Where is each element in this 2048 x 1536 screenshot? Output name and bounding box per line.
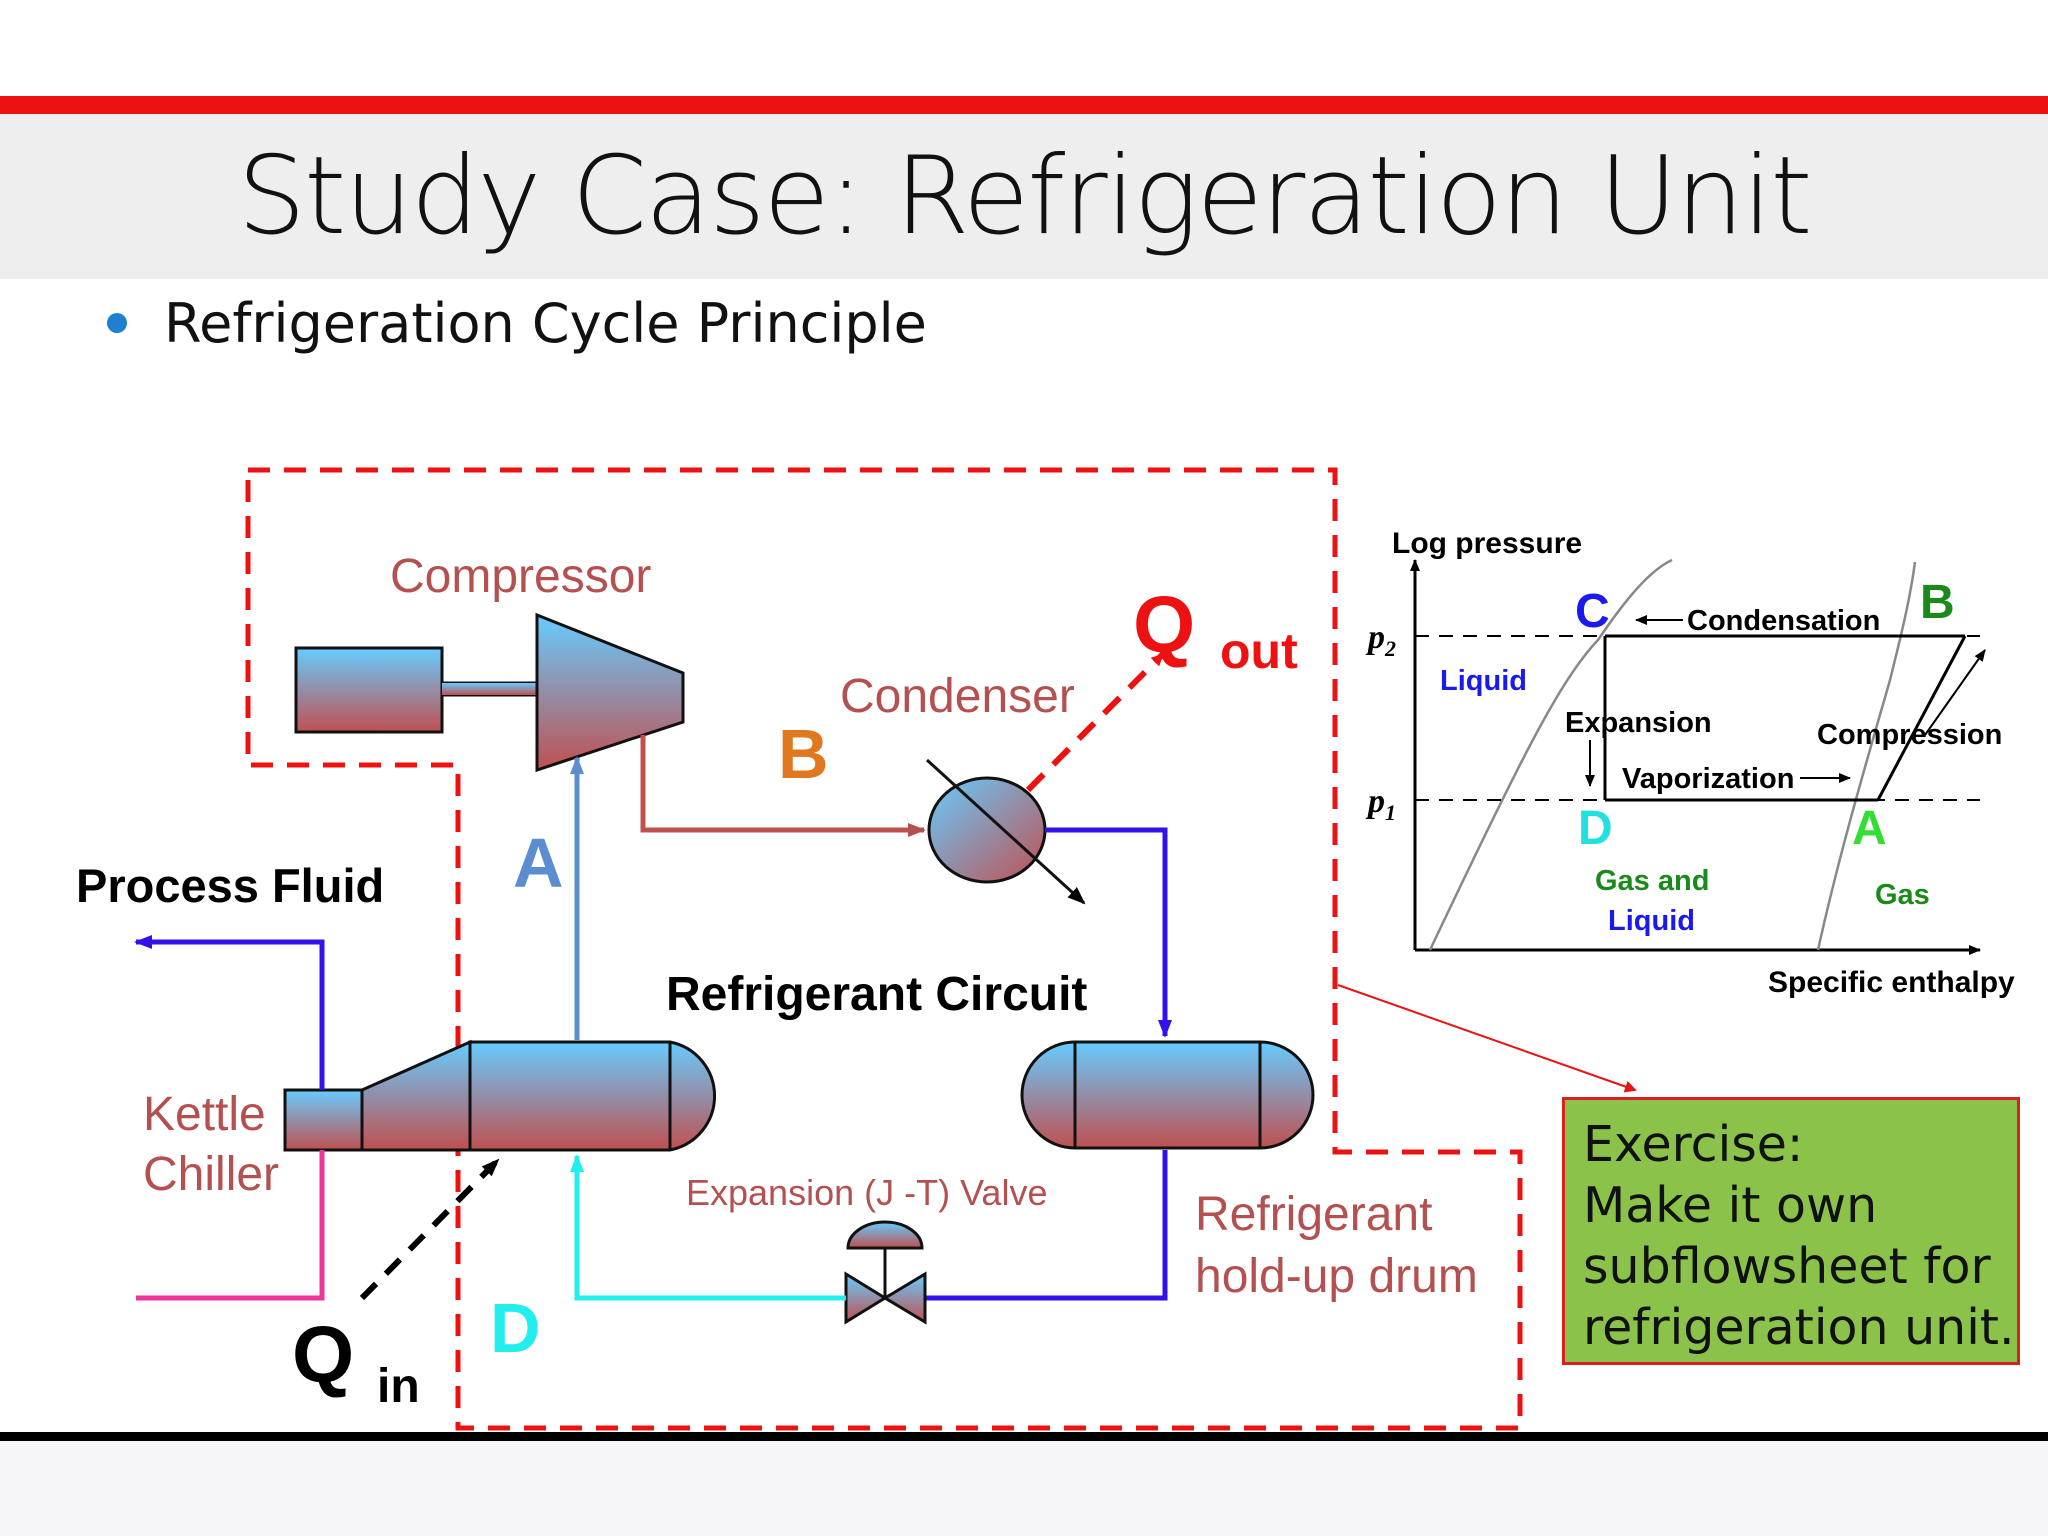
exercise-line-4: refrigeration unit. — [1583, 1299, 2015, 1356]
bullet-dot — [107, 313, 127, 333]
two-phase-label-line1: Gas and — [1595, 865, 1709, 897]
circuit-label: Refrigerant Circuit — [666, 968, 1087, 1021]
stream-d — [570, 1154, 846, 1301]
slide-bottom-line — [0, 1432, 2048, 1441]
slide-footer-band — [0, 1441, 2048, 1536]
ph-point-a: A — [1852, 802, 1887, 855]
q-out-suffix: out — [1220, 623, 1298, 679]
point-d-label: D — [490, 1289, 541, 1367]
exercise-line-3: subflowsheet for — [1583, 1238, 1991, 1295]
compressor-motor — [294, 646, 444, 734]
q-out-arrow — [1025, 652, 1165, 793]
point-b-label: B — [778, 715, 829, 793]
kettle-chiller-nozzle — [283, 1088, 364, 1152]
liquid-region-label: Liquid — [1440, 665, 1527, 697]
two-phase-label-line2: Liquid — [1608, 905, 1695, 937]
saturated-liquid-curve — [1428, 558, 1673, 951]
stream-condensate — [1045, 827, 1172, 1038]
valve-label: Expansion (J -T) Valve — [686, 1172, 1047, 1213]
point-a-label: A — [513, 824, 564, 902]
kettle-chiller-cone — [360, 1039, 472, 1152]
condenser-body — [927, 776, 1047, 884]
p2-label: p2 — [1365, 619, 1396, 661]
q-out-symbol: Q — [1133, 580, 1195, 669]
ph-point-c: C — [1575, 585, 1610, 638]
q-in-symbol: Q — [292, 1310, 354, 1399]
ph-ylabel: Log pressure — [1392, 527, 1582, 560]
slide-top-accent-bar — [0, 96, 2048, 114]
stream-drum-outlet — [925, 1150, 1168, 1301]
compression-label: Compression — [1817, 719, 2002, 751]
condensation-label: Condensation — [1687, 605, 1880, 637]
exercise-line-2: Make it own — [1583, 1177, 1878, 1234]
valve-left-triangle — [844, 1271, 888, 1325]
exercise-box: Exercise: Make it own subflowsheet for r… — [1562, 1097, 2020, 1365]
expansion-label: Expansion — [1565, 707, 1712, 739]
bullet-text: Refrigeration Cycle Principle — [164, 292, 927, 355]
unit-boundary — [245, 467, 1523, 1431]
exercise-title: Exercise: — [1583, 1116, 1804, 1173]
kettle-label-line1: Kettle — [143, 1088, 266, 1141]
exercise-pointer — [1337, 984, 1637, 1093]
compressor-shaft — [442, 683, 537, 695]
ph-xlabel: Specific enthalpy — [1768, 966, 2015, 999]
ph-diagram: Log pressure Specific enthalpy p2 p1 C B… — [1365, 527, 2015, 999]
ph-point-b: B — [1920, 576, 1955, 629]
q-in-suffix: in — [377, 1360, 420, 1413]
holdup-drum — [1020, 1040, 1315, 1150]
p1-label: p1 — [1365, 783, 1396, 825]
drum-label-line1: Refrigerant — [1195, 1188, 1432, 1241]
cycle-compression-line — [1876, 635, 1967, 801]
valve-right-triangle — [882, 1271, 927, 1325]
condenser-tube-arrow — [925, 758, 1086, 905]
process-fluid-label: Process Fluid — [76, 859, 384, 912]
process-fluid-outlet — [134, 935, 325, 1090]
condenser-label: Condenser — [840, 670, 1075, 723]
gas-region-label: Gas — [1875, 879, 1930, 911]
valve-actuator — [846, 1220, 924, 1250]
kettle-label-line2: Chiller — [143, 1148, 279, 1201]
vaporization-label: Vaporization — [1622, 763, 1794, 795]
drum-label-line2: hold-up drum — [1195, 1250, 1478, 1303]
title-band — [0, 114, 2048, 279]
ph-point-d: D — [1578, 802, 1613, 855]
q-in-arrow — [359, 1157, 501, 1301]
kettle-chiller-shell — [468, 1040, 716, 1152]
compressor-label: Compressor — [390, 550, 651, 603]
saturated-vapor-curve — [1816, 561, 1917, 951]
compressor-body — [535, 612, 685, 773]
process-fluid-inlet — [136, 1150, 325, 1301]
compression-arrow — [1924, 649, 1986, 736]
slide-title: Study Case: Refrigeration Unit — [237, 134, 1812, 259]
stream-b — [640, 735, 926, 837]
